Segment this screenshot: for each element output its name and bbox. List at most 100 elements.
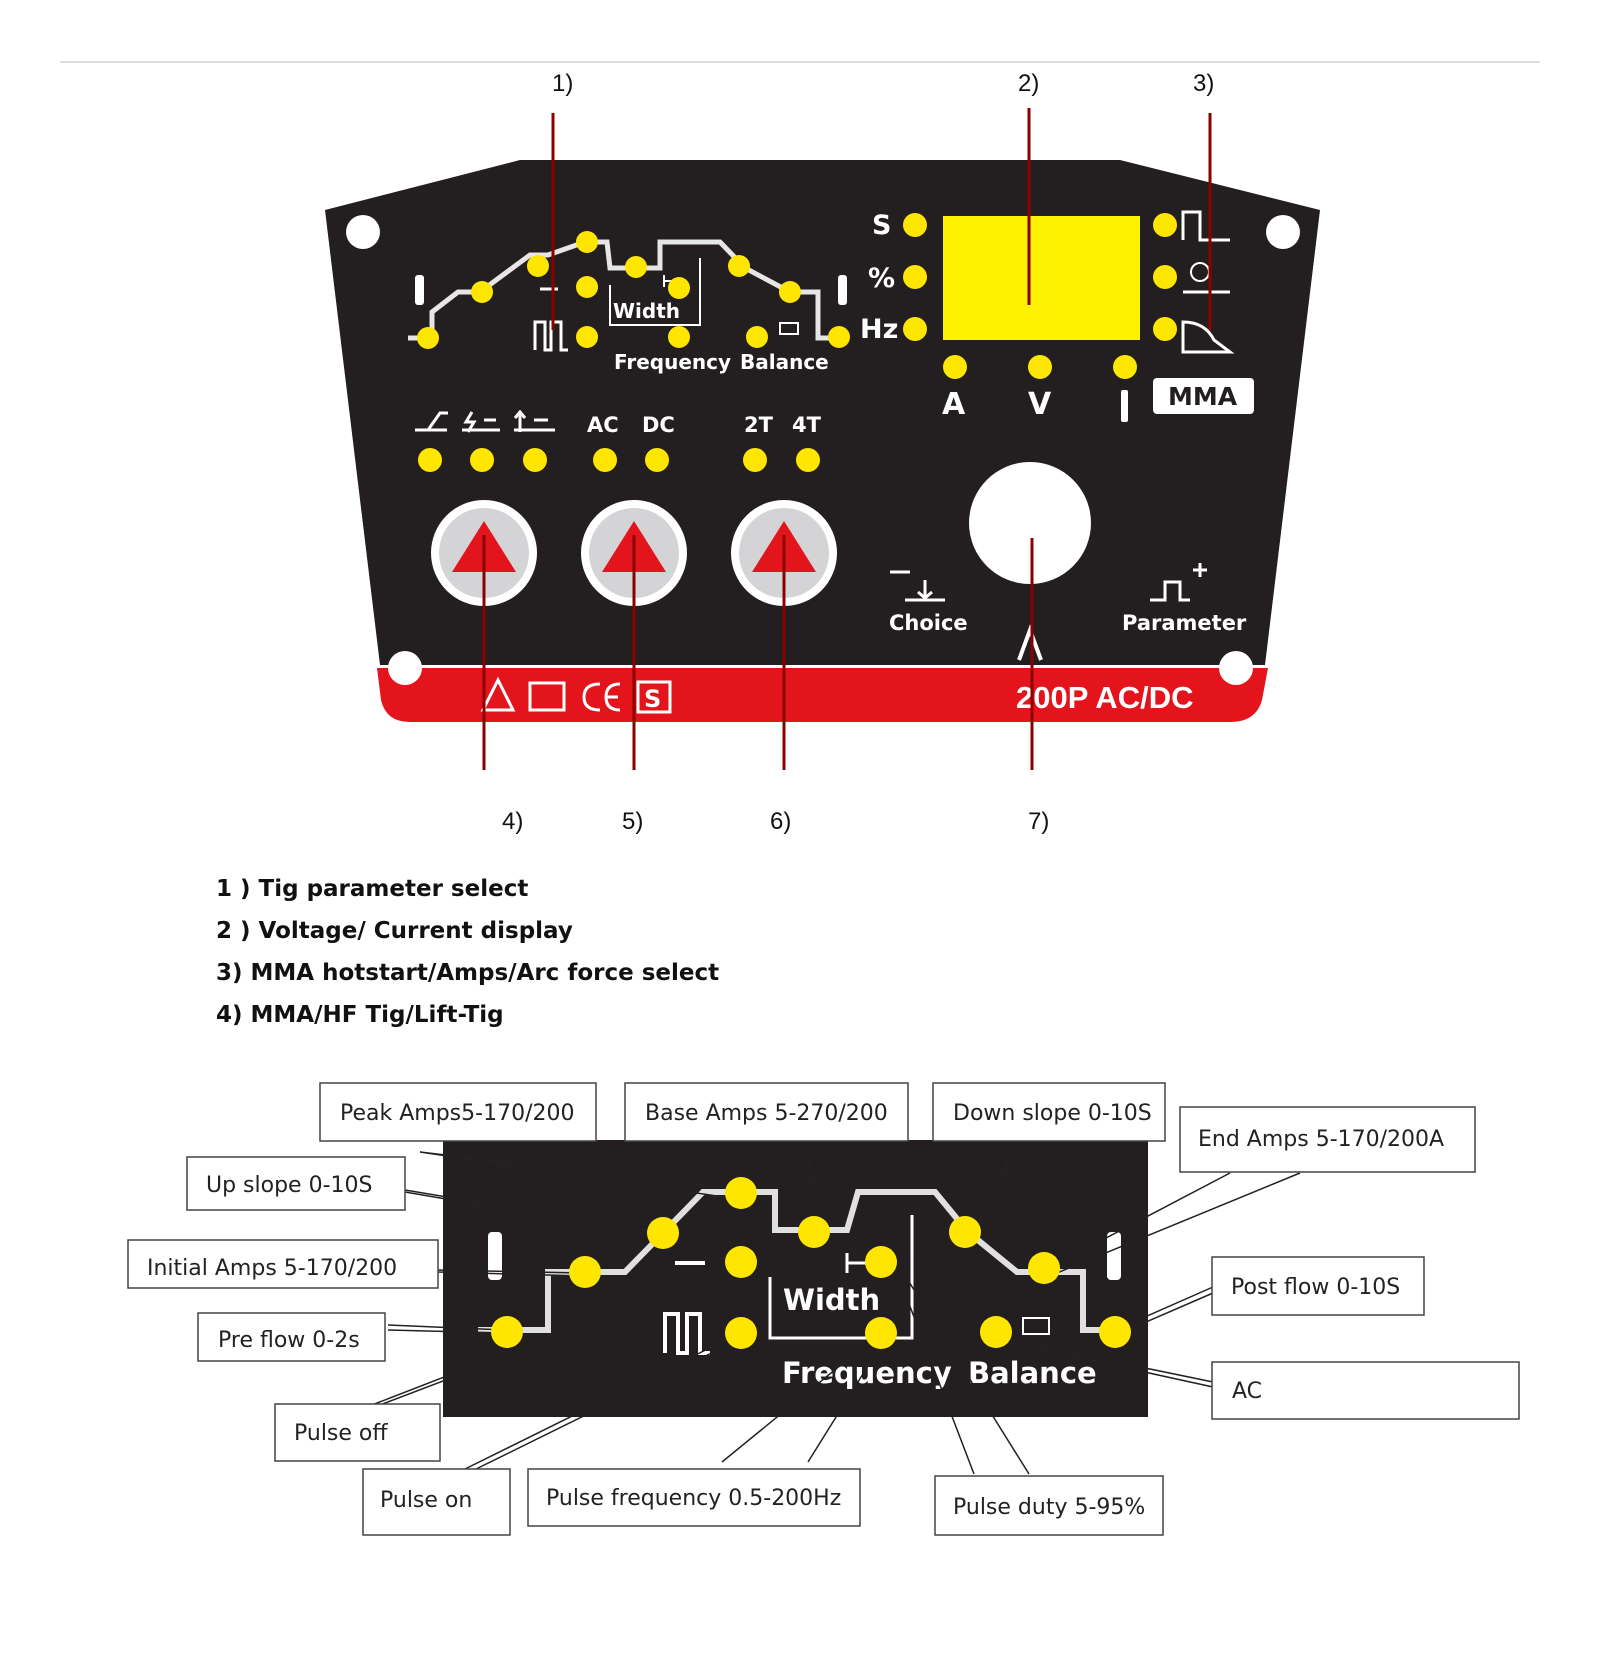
led-arc-force[interactable] — [1153, 317, 1177, 341]
mount-hole — [346, 215, 380, 249]
led-pulse-duty[interactable] — [668, 277, 690, 299]
led-unit-s — [903, 213, 927, 237]
callout-boxes — [127, 1082, 1520, 1536]
led-up-slope[interactable] — [527, 255, 549, 277]
detail-panel — [443, 1140, 1148, 1417]
4t-label: 4T — [792, 413, 822, 437]
detail-led-down-slope — [949, 1216, 981, 1248]
mma-mode-icon — [415, 411, 448, 432]
control-panel: Width Frequency Balance S % Hz A V MMA — [325, 160, 1320, 722]
led-unit-hz — [903, 317, 927, 341]
callout-box-pulse-freq — [527, 1468, 861, 1527]
mount-hole — [1266, 215, 1300, 249]
lift-tig-icon — [513, 409, 555, 432]
pointer-lines — [482, 108, 1212, 770]
led-pulse-off[interactable] — [576, 276, 598, 298]
led-pulse-on[interactable] — [576, 326, 598, 348]
frequency-label: Frequency — [614, 350, 731, 374]
led-end-amps[interactable] — [779, 281, 801, 303]
callout-box-down — [932, 1082, 1166, 1142]
unit-hertz: Hz — [860, 314, 898, 345]
callout-pulse-duty: Pulse duty 5-95% — [953, 1495, 1145, 1520]
mma-badge: MMA — [1168, 382, 1238, 411]
callout-box-pre — [197, 1312, 386, 1362]
warning-icon — [480, 676, 516, 712]
callout-box-peak — [319, 1082, 597, 1142]
legend-item: 2 ) Voltage/ Current display — [216, 918, 573, 944]
width-bracket — [609, 258, 701, 326]
led-lift-tig — [523, 448, 547, 472]
led-amps — [943, 355, 967, 379]
legend-item: 1 ) Tig parameter select — [216, 876, 529, 902]
unit-seconds: S — [872, 210, 891, 241]
detail-led-pre-flow — [491, 1316, 523, 1348]
led-info — [1113, 355, 1137, 379]
led-mma-amps[interactable] — [1153, 265, 1177, 289]
hf-tig-icon — [462, 411, 500, 433]
balance-symbol — [779, 322, 799, 335]
ce-icon — [582, 682, 621, 712]
arc-force-icon — [1181, 320, 1235, 354]
detail-torch-left — [488, 1232, 502, 1280]
led-unit-percent — [903, 265, 927, 289]
detail-leds — [491, 1177, 1131, 1349]
torch-icon-left — [415, 275, 424, 305]
callout-number-5: 5) — [622, 808, 643, 835]
parameter-icon — [1150, 563, 1207, 602]
led-initial-amps[interactable] — [471, 281, 493, 303]
adjustment-knob[interactable] — [969, 462, 1091, 584]
callout-box-pulse-off — [274, 1403, 441, 1462]
led-pulse-frequency[interactable] — [668, 326, 690, 348]
callout-post-flow: Post flow 0-10S — [1231, 1275, 1400, 1300]
manual-icon — [528, 681, 566, 712]
2t-label: 2T — [744, 413, 774, 437]
callout-number-7: 7) — [1028, 808, 1049, 835]
legend-list: 1 ) Tig parameter select 2 ) Voltage/ Cu… — [216, 868, 719, 1036]
callout-end-amps: End Amps 5-170/200A — [1198, 1127, 1444, 1152]
knob-a-icon — [1017, 624, 1043, 661]
choice-icon — [890, 570, 945, 602]
amps-label: A — [942, 387, 966, 422]
callout-pulse-on: Pulse on — [380, 1488, 472, 1513]
callout-pulse-off: Pulse off — [294, 1421, 388, 1446]
ac-label: AC — [587, 413, 619, 437]
detail-led-up-slope — [647, 1217, 679, 1249]
led-4t — [796, 448, 820, 472]
led-hot-start[interactable] — [1153, 213, 1177, 237]
legend-item: 4) MMA/HF Tig/Lift-Tig — [216, 1002, 504, 1028]
mode-leds — [418, 448, 820, 472]
detail-balance-label: Balance — [968, 1356, 1097, 1390]
callout-ac: AC — [1232, 1379, 1262, 1404]
s-mark-letter: S — [644, 685, 661, 713]
balance-label: Balance — [740, 350, 829, 374]
waveform-detail: Width Frequency Balance — [443, 1140, 1148, 1417]
led-ac-balance[interactable] — [746, 326, 768, 348]
led-2t — [743, 448, 767, 472]
callout-box-up — [186, 1156, 406, 1211]
led-post-flow[interactable] — [828, 326, 850, 348]
detail-frequency-label: Frequency — [782, 1356, 952, 1390]
torch-icon-right — [838, 275, 847, 305]
legend-item: 3) MMA hotstart/Amps/Arc force select — [216, 960, 720, 986]
led-pre-flow[interactable] — [417, 327, 439, 349]
callout-lines — [371, 1151, 1301, 1475]
led-base-amps[interactable] — [625, 256, 647, 278]
detail-led-peak — [725, 1177, 757, 1209]
led-down-slope[interactable] — [728, 255, 750, 277]
s-mark-icon — [636, 680, 672, 714]
detail-led-initial — [569, 1256, 601, 1288]
led-volts — [1028, 355, 1052, 379]
width-label: Width — [613, 299, 680, 323]
detail-led-pulse-freq — [865, 1317, 897, 1349]
led-dc — [645, 448, 669, 472]
callout-up-slope: Up slope 0-10S — [206, 1173, 372, 1198]
mount-hole — [1219, 651, 1253, 685]
detail-led-base — [798, 1216, 830, 1248]
led-peak-amps[interactable] — [576, 231, 598, 253]
led-hf-tig — [470, 448, 494, 472]
callout-pulse-frequency: Pulse frequency 0.5-200Hz — [546, 1486, 841, 1511]
model-label: 200P AC/DC — [1016, 680, 1193, 715]
callout-initial-amps: Initial Amps 5-170/200 — [147, 1256, 397, 1281]
unit-percent: % — [868, 263, 895, 294]
